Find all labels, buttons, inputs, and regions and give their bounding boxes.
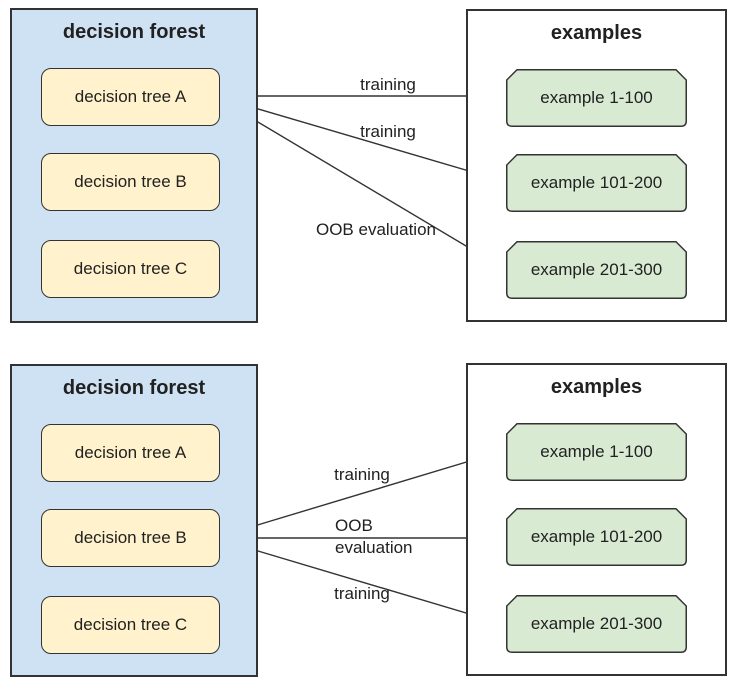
example-label: example 201-300 [530,260,663,279]
tree-box-a: decision tree A [41,424,220,482]
tree-box-c: decision tree C [41,240,220,298]
tree-label: decision tree A [74,443,187,462]
arrow-label-bottom-training-1: training [334,465,390,484]
arrow-label-bottom-training-2: training [334,584,390,603]
example-item-101-200: example 101-200 [506,508,687,566]
plaque-shape [506,154,687,212]
tree-label: decision tree A [74,87,187,106]
tree-box-a: decision tree A [41,68,220,126]
examples-title: examples [550,376,643,398]
forest-title: decision forest [62,21,206,43]
arrow-label-bottom-oob-evaluation: OOB evaluation [335,516,413,557]
examples-title: examples [550,22,643,44]
examples-box-top: examples example 1-100 example 101-200 e… [466,9,727,322]
forest-box-top: decision forest decision tree A decision… [10,8,258,323]
arrow-label-top-training-1: training [360,75,416,94]
tree-label: decision tree B [74,172,187,191]
plaque-shape [506,69,687,127]
forest-title: decision forest [62,377,206,399]
plaque-shape [506,595,687,653]
tree-label: decision tree C [73,259,188,278]
forest-box-bottom: decision forest decision tree A decision… [10,364,258,677]
example-label: example 101-200 [530,173,663,192]
example-label: example 1-100 [540,442,653,461]
tree-label: decision tree B [74,528,187,547]
plaque-shape [506,508,687,566]
plaque-shape [506,423,687,481]
example-item-101-200: example 101-200 [506,154,687,212]
tree-box-c: decision tree C [41,596,220,654]
example-item-201-300: example 201-300 [506,595,687,653]
arrow-label-top-training-2: training [360,122,416,141]
example-item-201-300: example 201-300 [506,241,687,299]
tree-box-b: decision tree B [41,153,220,211]
arrow-label-top-oob-evaluation: OOB evaluation [315,220,436,239]
example-label: example 201-300 [530,614,663,633]
plaque-shape [506,241,687,299]
tree-box-b: decision tree B [41,509,220,567]
example-label: example 101-200 [530,527,663,546]
tree-label: decision tree C [73,615,188,634]
example-item-1-100: example 1-100 [506,423,687,481]
examples-box-bottom: examples example 1-100 example 101-200 e… [466,363,727,676]
example-item-1-100: example 1-100 [506,69,687,127]
example-label: example 1-100 [540,88,653,107]
